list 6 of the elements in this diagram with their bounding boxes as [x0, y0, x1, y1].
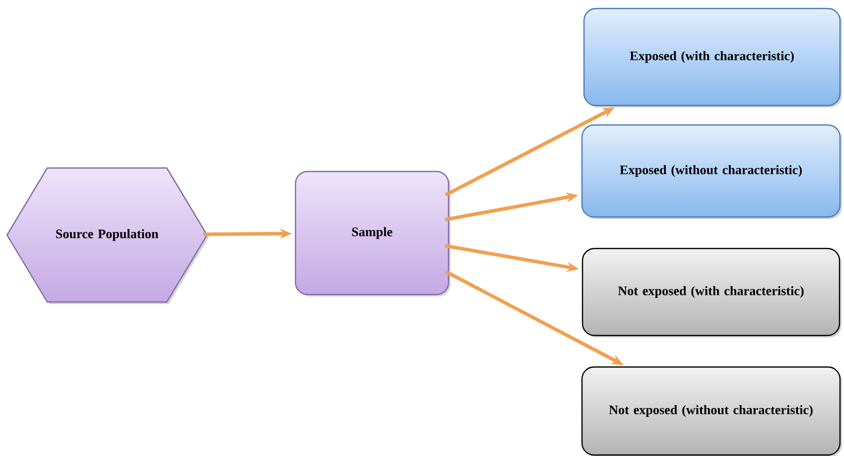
process-box: Sample — [294, 170, 450, 296]
process-box: Exposed (with characteristic) — [583, 8, 842, 108]
process-box: Not exposed (with characteristic) — [582, 248, 842, 338]
process-box: Not exposed (without characteristic) — [581, 366, 842, 456]
process-box: Exposed (without characteristic) — [581, 124, 842, 219]
hexagon-node: Source Population — [6, 167, 209, 304]
